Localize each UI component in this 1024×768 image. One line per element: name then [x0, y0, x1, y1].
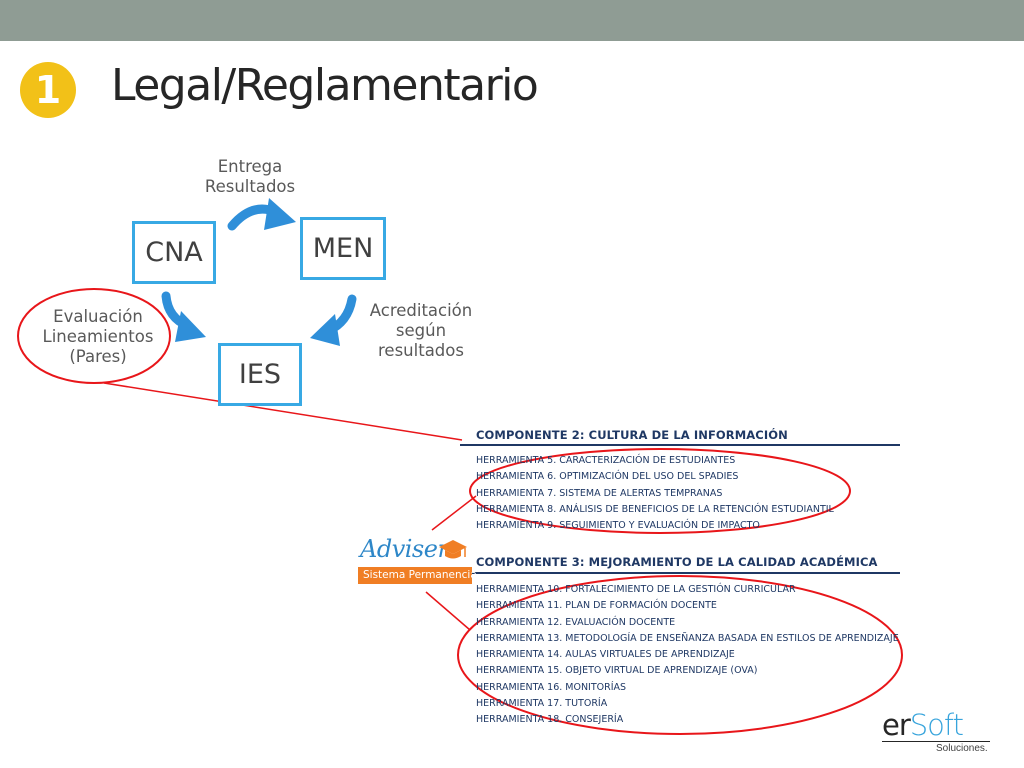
tool-item: HERRAMIENTA 5. CARACTERIZACIÓN DE ESTUDI… [476, 455, 736, 466]
tool-item: HERRAMIENTA 10. FORTALECIMIENTO DE LA GE… [476, 584, 796, 595]
label-line: Resultados [204, 177, 296, 196]
arrow-cna-to-ies-head [175, 311, 206, 342]
adviser-tag-part2: Permanencia [408, 569, 477, 581]
tool-item: HERRAMIENTA 7. SISTEMA DE ALERTAS TEMPRA… [476, 487, 723, 499]
arrow-cna-to-men-head [264, 198, 296, 230]
adviser-tag-part1: Sistema [363, 569, 406, 581]
tool-item: HERRAMIENTA 13. METODOLOGÍA DE ENSEÑANZA… [476, 632, 899, 644]
label-evaluacion: Evaluación Lineamientos (Pares) [30, 307, 166, 367]
label-acreditacion: Acreditación según resultados [356, 301, 486, 361]
tool-item: HERRAMIENTA 9. SEGUIMIENTO Y EVALUACIÓN … [476, 520, 760, 532]
brand-part2: Soft [909, 708, 964, 742]
label-entrega-resultados: Entrega Resultados [195, 157, 305, 197]
tool-item: HERRAMIENTA 8. ANÁLISIS DE BENEFICIOS DE… [476, 503, 834, 515]
component3-rule [460, 572, 900, 574]
component2-rule [460, 444, 900, 446]
component2-tool-list: HERRAMIENTA 5. CARACTERIZACIÓN DE ESTUDI… [476, 453, 900, 534]
adviser-logo: Adviser Sistema Permanencia [358, 535, 477, 585]
brand-subtitle: Soluciones. [936, 743, 988, 754]
label-line: Lineamientos [42, 327, 154, 346]
brand-underline [882, 741, 990, 742]
tool-item: HERRAMIENTA 6. OPTIMIZACIÓN DEL USO DEL … [476, 471, 739, 483]
label-line: Acreditación [369, 301, 473, 320]
arrow-men-to-ies-head [310, 314, 340, 346]
connector-adviser-c3 [425, 591, 471, 631]
highlight-component2 [469, 448, 851, 534]
label-line: Evaluación [53, 307, 143, 326]
tool-item: HERRAMIENTA 12. EVALUACIÓN DOCENTE [476, 616, 676, 628]
node-ies: IES [218, 343, 302, 406]
title-number-badge: 1 [20, 62, 76, 118]
label-line: resultados [378, 341, 464, 360]
slide-title: Legal/Reglamentario [111, 60, 539, 111]
label-line: según [395, 321, 447, 340]
tool-item: HERRAMIENTA 11. PLAN DE FORMACIÓN DOCENT… [476, 600, 717, 612]
tool-item: HERRAMIENTA 17. TUTORÍA [476, 698, 608, 710]
tool-item: HERRAMIENTA 16. MONITORÍAS [476, 681, 627, 693]
brand-logo: erSoft [882, 708, 964, 742]
highlight-evaluacion [17, 288, 171, 384]
top-bar [0, 0, 1024, 41]
adviser-tagline: Sistema Permanencia [358, 567, 477, 584]
brand-part1: er [882, 708, 911, 742]
highlight-component3 [457, 575, 903, 735]
label-line: Entrega [217, 157, 283, 176]
tool-item: HERRAMIENTA 18. CONSEJERÍA [476, 714, 624, 726]
node-cna: CNA [132, 221, 216, 284]
component3-heading: COMPONENTE 3: MEJORAMIENTO DE LA CALIDAD… [476, 555, 878, 569]
adviser-wordmark: Adviser [360, 535, 449, 563]
tool-item: HERRAMIENTA 15. OBJETO VIRTUAL DE APREND… [476, 665, 758, 677]
graduation-cap-icon [439, 540, 467, 559]
label-line: (Pares) [69, 347, 127, 366]
component3-tool-list: HERRAMIENTA 10. FORTALECIMIENTO DE LA GE… [476, 582, 900, 729]
connector-line [103, 382, 463, 441]
component2-heading: COMPONENTE 2: CULTURA DE LA INFORMACIÓN [476, 428, 788, 442]
tool-item: HERRAMIENTA 14. AULAS VIRTUALES DE APREN… [476, 649, 735, 661]
connector-adviser-c2 [431, 495, 477, 531]
node-men: MEN [300, 217, 386, 280]
